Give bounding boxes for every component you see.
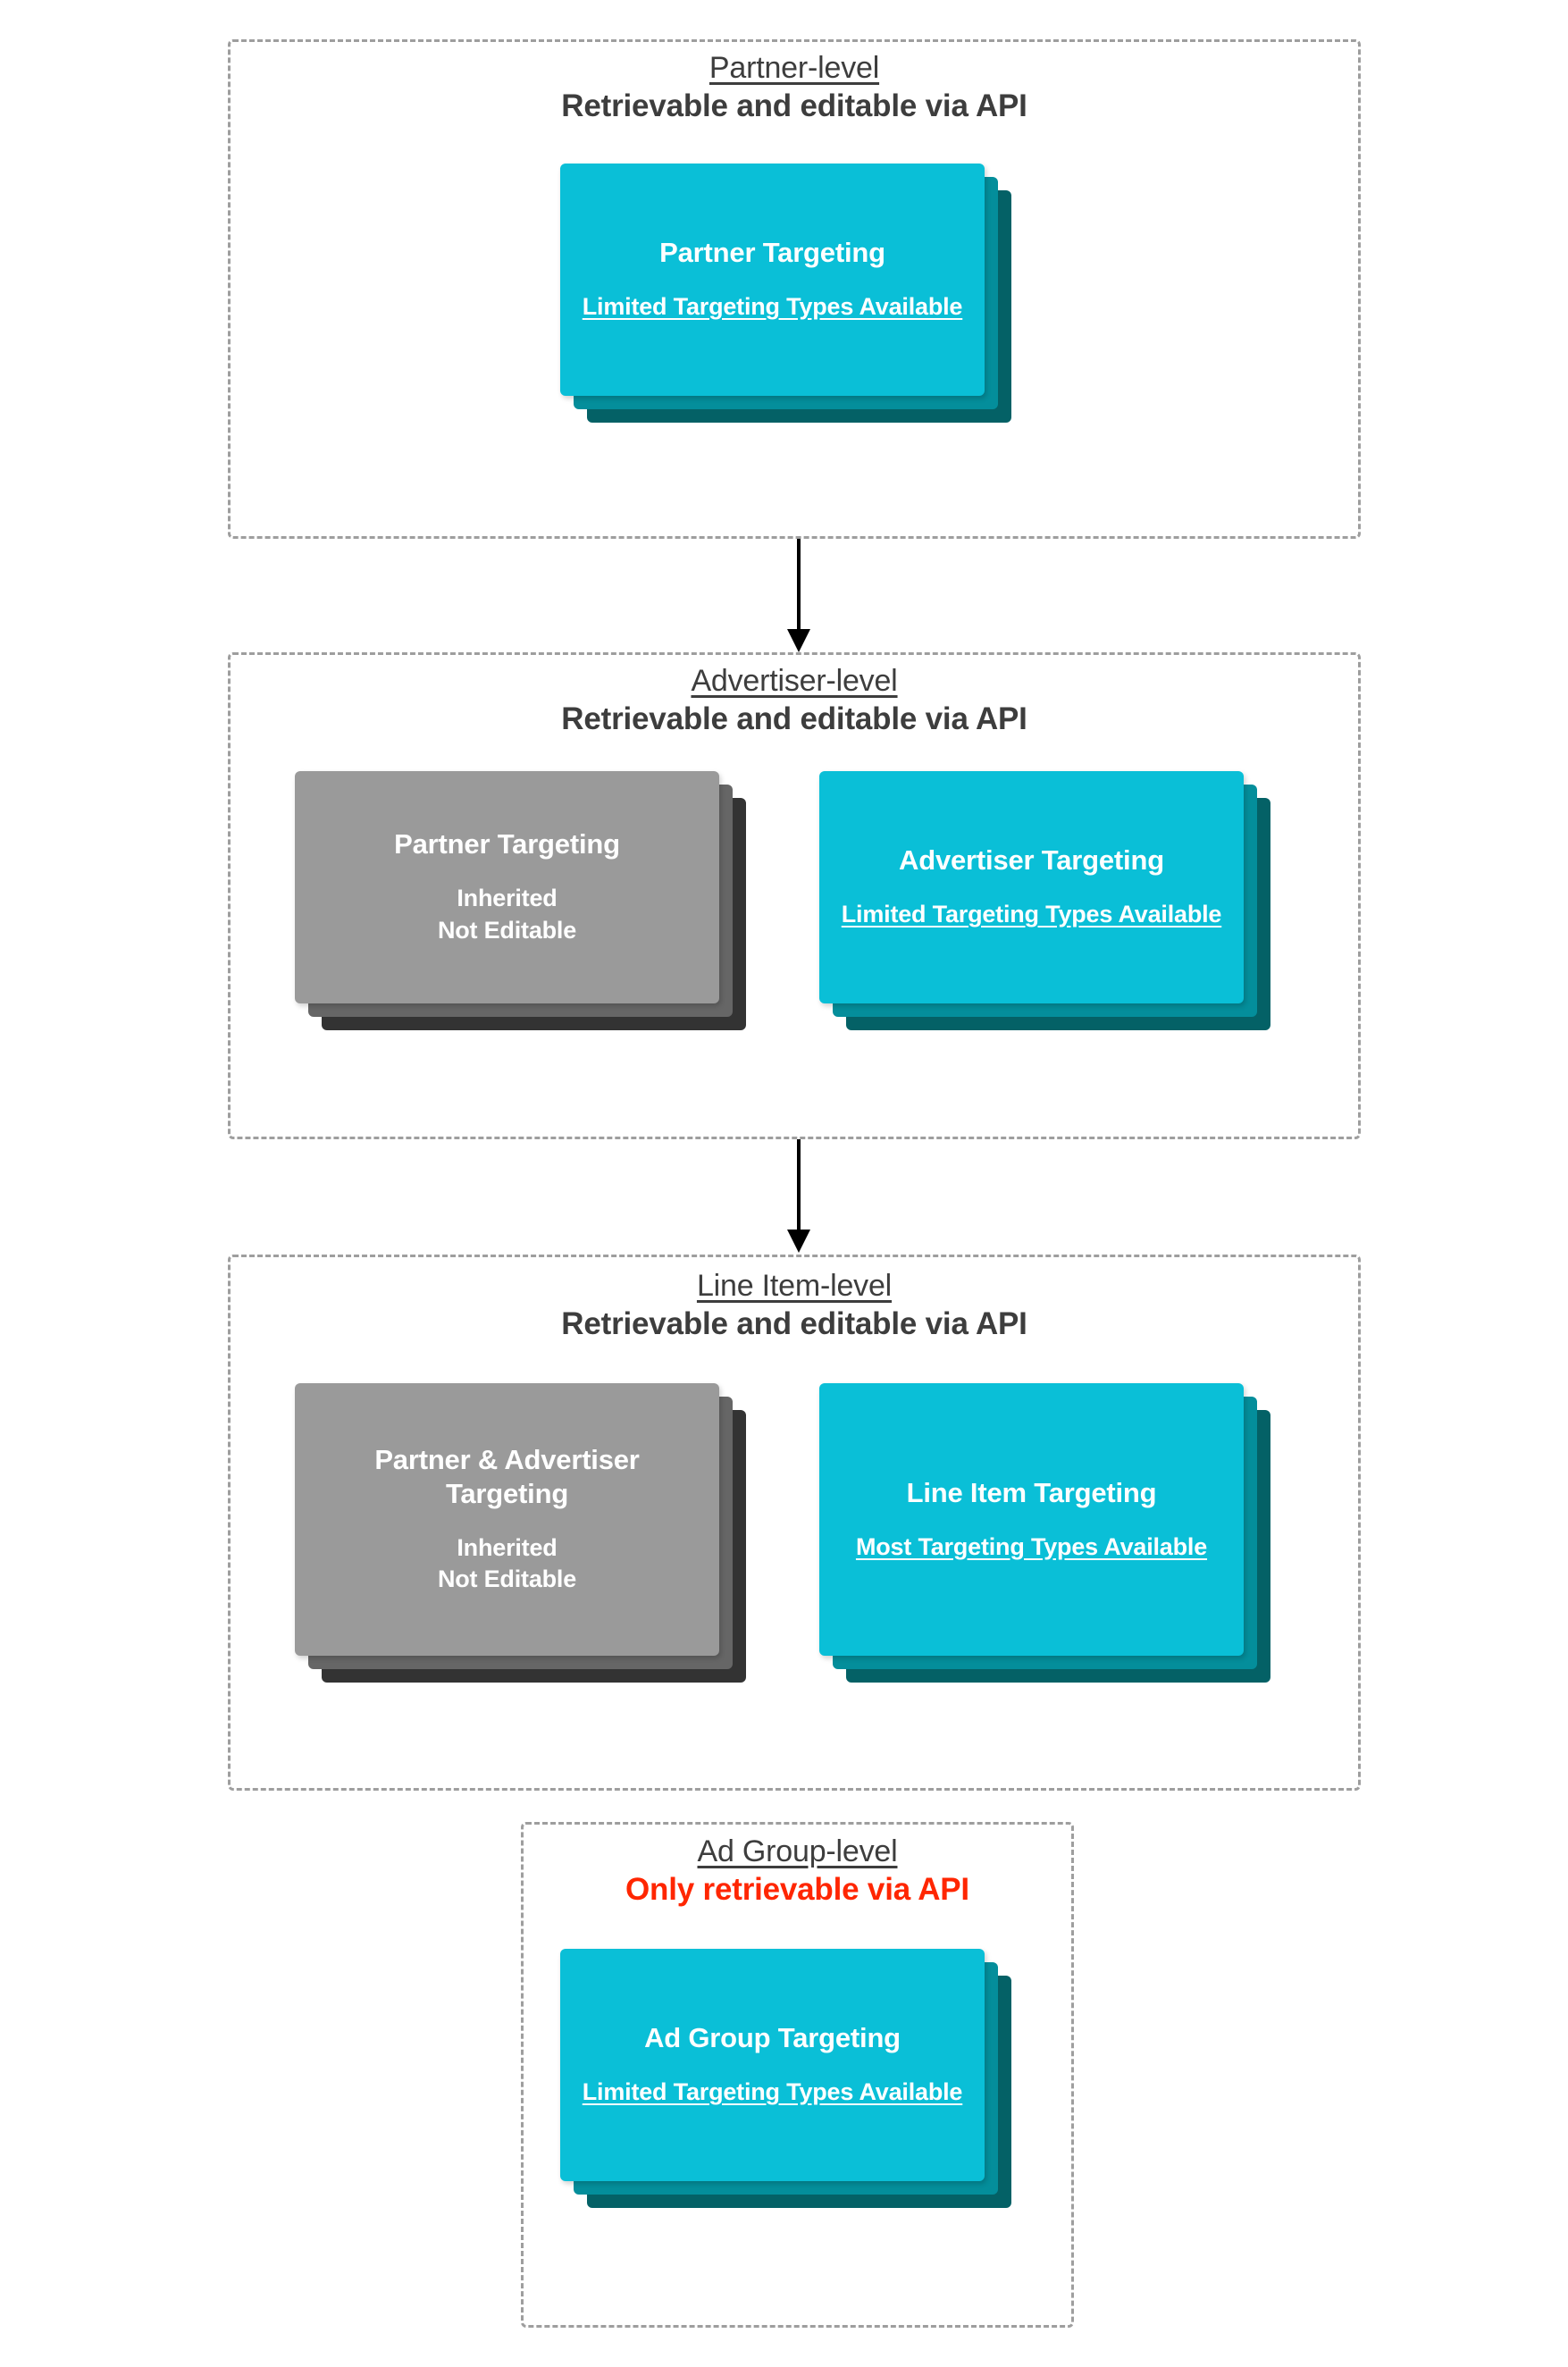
card-layer-front[interactable]: Line Item Targeting Most Targeting Types…: [819, 1383, 1244, 1656]
level-container-partner: [228, 39, 1361, 539]
level-container-advertiser: [228, 652, 1361, 1139]
level-api-note-line-item: Retrievable and editable via API: [561, 1306, 1027, 1342]
card-stack-ad-group-targeting[interactable]: Ad Group Targeting Limited Targeting Typ…: [560, 1949, 1011, 2208]
card-subtitle: Limited Targeting Types Available: [582, 2078, 963, 2106]
level-title-ad-group: Ad Group-level: [697, 1834, 898, 1868]
card-layer-front[interactable]: Partner Targeting Inherited Not Editable: [295, 771, 719, 1003]
card-layer-front[interactable]: Ad Group Targeting Limited Targeting Typ…: [560, 1949, 985, 2181]
level-title-advertiser: Advertiser-level: [691, 664, 898, 698]
level-heading-partner: Partner-level Retrievable and editable v…: [228, 50, 1361, 124]
connector-advertiser-to-lineitem: [781, 1139, 817, 1253]
card-title: Partner & Advertiser Targeting: [374, 1444, 640, 1509]
level-api-note-partner: Retrievable and editable via API: [561, 88, 1027, 124]
card-layer-front[interactable]: Partner & Advertiser Targeting Inherited…: [295, 1383, 719, 1656]
card-stack-advertiser-partner-targeting[interactable]: Partner Targeting Inherited Not Editable: [295, 771, 746, 1030]
card-stack-line-item-inherited-targeting[interactable]: Partner & Advertiser Targeting Inherited…: [295, 1383, 746, 1683]
card-stack-line-item-targeting[interactable]: Line Item Targeting Most Targeting Types…: [819, 1383, 1270, 1683]
card-layer-front[interactable]: Partner Targeting Limited Targeting Type…: [560, 164, 985, 396]
card-stack-advertiser-targeting[interactable]: Advertiser Targeting Limited Targeting T…: [819, 771, 1270, 1030]
card-title: Partner Targeting: [659, 237, 885, 269]
card-title: Advertiser Targeting: [899, 844, 1164, 877]
card-subtitle: Most Targeting Types Available: [855, 1532, 1208, 1560]
level-heading-ad-group: Ad Group-level Only retrievable via API: [521, 1834, 1074, 1908]
card-subtitle: Inherited Not Editable: [437, 1533, 577, 1593]
level-heading-line-item: Line Item-level Retrievable and editable…: [228, 1268, 1361, 1342]
level-api-note-advertiser: Retrievable and editable via API: [561, 701, 1027, 737]
level-container-ad-group: [521, 1822, 1074, 2328]
card-subtitle: Limited Targeting Types Available: [582, 293, 963, 321]
level-container-line-item: [228, 1255, 1361, 1791]
connector-shaft: [797, 539, 801, 629]
card-title: Line Item Targeting: [906, 1476, 1157, 1508]
level-api-note-ad-group: Only retrievable via API: [625, 1872, 969, 1908]
card-layer-front[interactable]: Advertiser Targeting Limited Targeting T…: [819, 771, 1244, 1003]
level-title-line-item: Line Item-level: [696, 1269, 893, 1303]
connector-arrowhead: [787, 629, 810, 652]
connector-arrowhead: [787, 1230, 810, 1253]
level-heading-advertiser: Advertiser-level Retrievable and editabl…: [228, 663, 1361, 737]
card-stack-partner-targeting[interactable]: Partner Targeting Limited Targeting Type…: [560, 164, 1011, 423]
card-subtitle: Inherited Not Editable: [437, 885, 577, 944]
level-title-partner: Partner-level: [709, 51, 880, 85]
connector-partner-to-advertiser: [781, 539, 817, 652]
card-subtitle: Limited Targeting Types Available: [841, 901, 1222, 928]
connector-shaft: [797, 1139, 801, 1230]
card-title: Ad Group Targeting: [644, 2022, 901, 2054]
card-title: Partner Targeting: [394, 828, 620, 860]
